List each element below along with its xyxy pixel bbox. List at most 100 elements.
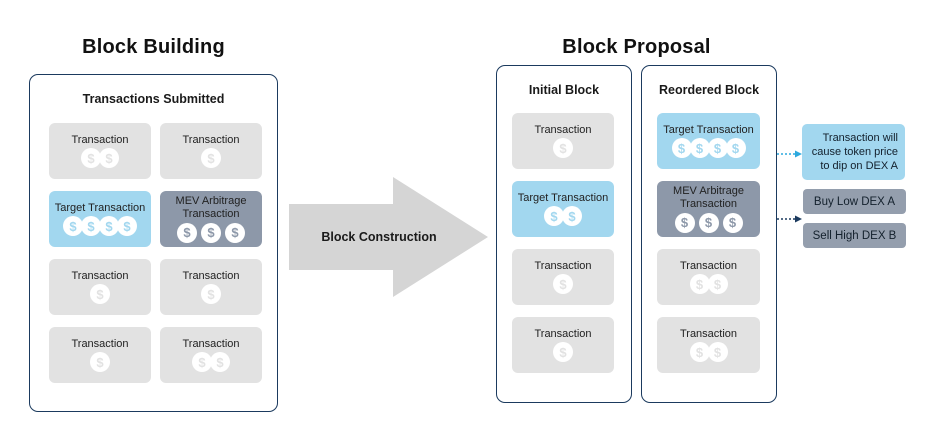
- buy-low-note: Buy Low DEX A: [803, 189, 906, 214]
- coin-row: $: [90, 284, 110, 305]
- coin-row: $: [201, 148, 221, 169]
- dollar-coin-icon: $: [192, 352, 212, 373]
- dollar-coin-icon: $: [99, 148, 119, 169]
- price-dip-note-line: cause token price: [811, 145, 898, 158]
- dex-trade-arrow-icon: [777, 215, 802, 223]
- dollar-coin-icon: $: [725, 138, 746, 159]
- coin-row: $$: [689, 342, 728, 363]
- sell-high-note: Sell High DEX B: [803, 223, 906, 248]
- coin-row: $: [553, 274, 573, 295]
- transaction-card: Transaction $: [160, 259, 262, 315]
- transaction-card-label: Target Transaction: [54, 201, 146, 214]
- transaction-card-label: Transaction: [182, 133, 240, 146]
- target-transaction-card: Target Transaction $$: [512, 181, 614, 237]
- coin-row: $$: [689, 274, 728, 295]
- dollar-coin-icon: $: [689, 138, 710, 159]
- transaction-card-label: Transaction: [71, 269, 129, 282]
- dollar-coin-icon: $: [201, 284, 221, 305]
- transaction-card-label: Transaction: [71, 337, 129, 350]
- block-proposal-title: Block Proposal: [562, 36, 711, 58]
- dollar-coin-icon: $: [562, 206, 582, 227]
- transaction-card: Transaction $$: [49, 123, 151, 179]
- initial-block-label: Initial Block: [528, 83, 600, 97]
- coin-row: $$: [192, 352, 230, 373]
- dollar-coin-icon: $: [201, 222, 221, 243]
- transaction-card-label: MEV Arbitrage Transaction: [175, 195, 247, 220]
- dollar-coin-icon: $: [707, 342, 728, 363]
- transaction-card: Transaction $: [49, 259, 151, 315]
- mev-arbitrage-transaction-card: MEV Arbitrage Transaction$$$: [657, 181, 760, 237]
- dollar-coin-icon: $: [671, 138, 692, 159]
- transaction-card: Transaction $: [160, 123, 262, 179]
- initial-block-panel: Initial Block Transaction$Target Transac…: [496, 65, 632, 403]
- target-transaction-card: Target Transaction$$$$: [49, 191, 151, 247]
- coin-row: $$$$: [63, 216, 137, 237]
- dollar-coin-icon: $: [553, 342, 573, 363]
- transaction-card-label: Transaction: [71, 133, 129, 146]
- block-construction-label: Block Construction: [321, 230, 437, 244]
- dollar-coin-icon: $: [553, 274, 573, 295]
- transaction-card-label: Transaction: [182, 269, 240, 282]
- transaction-card-label: Transaction: [182, 337, 240, 350]
- dollar-coin-icon: $: [707, 274, 728, 295]
- reordered-block-label: Reordered Block: [658, 83, 760, 97]
- transaction-card: Transaction $$: [657, 249, 760, 305]
- submitted-card-grid: Transaction$$Transaction$Target Transact…: [49, 123, 262, 383]
- price-dip-note-line: Transaction will: [822, 131, 898, 144]
- dollar-coin-icon: $: [201, 148, 221, 169]
- dollar-coin-icon: $: [177, 222, 197, 243]
- transaction-card: Transaction $: [49, 327, 151, 383]
- transaction-card-label: Transaction: [534, 259, 592, 272]
- transaction-card-label: Transaction: [679, 259, 738, 272]
- transaction-card: Transaction $: [512, 113, 614, 169]
- coin-row: $$$$: [671, 138, 746, 159]
- dollar-coin-icon: $: [225, 222, 245, 243]
- price-dip-arrow-icon: [777, 150, 802, 158]
- dollar-coin-icon: $: [553, 138, 573, 159]
- block-building-title: Block Building: [82, 36, 225, 58]
- transactions-submitted-panel: Transactions Submitted Transaction$$Tran…: [29, 74, 278, 412]
- price-dip-note-line: to dip on DEX A: [820, 160, 898, 173]
- transaction-card-label: Transaction: [534, 123, 592, 136]
- transaction-card: Transaction $: [512, 249, 614, 305]
- dollar-coin-icon: $: [90, 284, 110, 305]
- price-dip-note: Transaction will cause token price to di…: [802, 124, 905, 180]
- dollar-coin-icon: $: [698, 212, 719, 233]
- dollar-coin-icon: $: [210, 352, 230, 373]
- dollar-coin-icon: $: [722, 212, 743, 233]
- coin-row: $: [201, 284, 221, 305]
- coin-row: $$$: [673, 212, 745, 233]
- transaction-card: Transaction $$: [160, 327, 262, 383]
- dollar-coin-icon: $: [689, 274, 710, 295]
- dollar-coin-icon: $: [63, 216, 83, 237]
- dollar-coin-icon: $: [544, 206, 564, 227]
- dollar-coin-icon: $: [674, 212, 695, 233]
- transaction-card-label: Target Transaction: [663, 123, 754, 136]
- dollar-coin-icon: $: [707, 138, 728, 159]
- dollar-coin-icon: $: [81, 148, 101, 169]
- dollar-coin-icon: $: [90, 352, 110, 373]
- coin-row: $$: [544, 206, 582, 227]
- transaction-card-label: Transaction: [679, 327, 738, 340]
- target-transaction-card: Target Transaction$$$$: [657, 113, 760, 169]
- transaction-card-label: Transaction: [534, 327, 592, 340]
- dollar-coin-icon: $: [689, 342, 710, 363]
- transaction-card-label: Target Transaction: [517, 191, 609, 204]
- coin-row: $$: [81, 148, 119, 169]
- note-connector-arrows: [777, 150, 802, 223]
- reordered-block-panel: Reordered Block Target Transaction$$$$ME…: [641, 65, 777, 403]
- transaction-card: Transaction $: [512, 317, 614, 373]
- reordered-card-grid: Target Transaction$$$$MEV Arbitrage Tran…: [657, 113, 760, 373]
- dollar-coin-icon: $: [117, 216, 137, 237]
- transactions-submitted-label: Transactions Submitted: [82, 92, 225, 106]
- coin-row: $: [553, 138, 573, 159]
- dollar-coin-icon: $: [81, 216, 101, 237]
- coin-row: $: [553, 342, 573, 363]
- mev-arbitrage-transaction-card: MEV Arbitrage Transaction$$$: [160, 191, 262, 247]
- coin-row: $$$: [175, 222, 247, 243]
- block-construction-arrow: [289, 177, 488, 297]
- initial-card-grid: Transaction$Target Transaction$$Transact…: [512, 113, 614, 373]
- transaction-card-label: MEV Arbitrage Transaction: [673, 185, 744, 210]
- dollar-coin-icon: $: [99, 216, 119, 237]
